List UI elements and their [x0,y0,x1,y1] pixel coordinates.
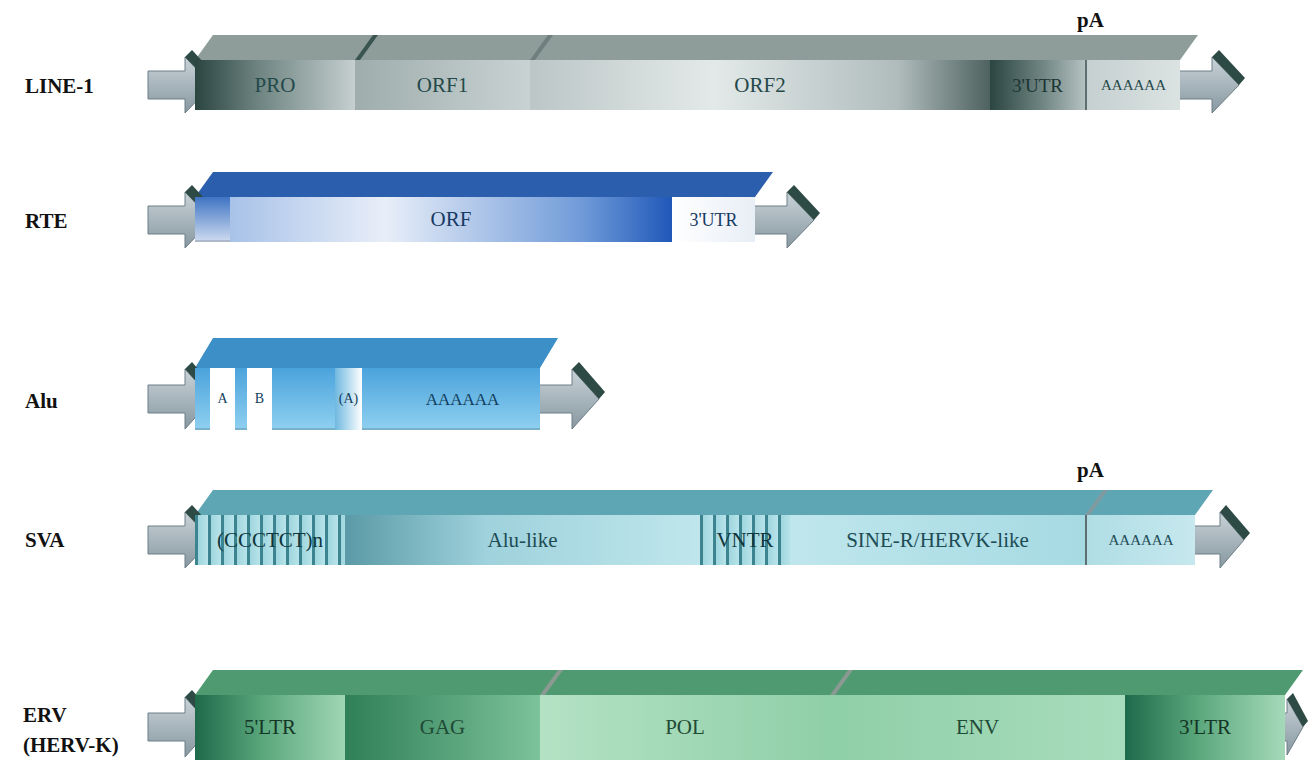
direction-arrow [535,50,1308,755]
segment-label: (CCCTCT)n [217,530,323,551]
bar-top-face [195,172,773,197]
element-name: RTE [25,206,175,236]
segment-label: AAAAAA [426,391,500,408]
segment-label: Alu-like [488,530,558,551]
bar-top-face [195,35,1198,60]
segment-box: POL [540,695,830,760]
segment-box: B [247,368,272,430]
segment-box: ORF2 [530,60,990,110]
element-name: LINE-1 [25,71,175,101]
segment-box: Alu-like [345,515,700,565]
segment-box: AAAAAA [1085,60,1180,110]
segment-label: SINE-R/HERVK-like [846,530,1029,551]
segment-box: AAAAAA [1085,515,1195,565]
segment-label: ORF [431,209,472,230]
segment-divider [355,35,378,60]
segment-box: ENV [830,695,1125,760]
segment-box: 5'LTR [195,695,345,760]
segment-label: ORF2 [734,75,785,96]
bar-top-face [195,490,1213,515]
segment-label: 3'UTR [1012,76,1063,95]
segment-box: GAG [345,695,540,760]
polya-signal-label: pA [1077,8,1104,33]
segment-label: POL [665,717,705,738]
element-name: ERV (HERV-K) [23,700,133,761]
element-name: Alu [25,386,175,416]
segment-label: 3'LTR [1179,717,1231,738]
segment-label: 3'UTR [689,211,737,229]
segment-label: 5'LTR [244,717,296,738]
segment-divider [530,35,553,60]
segment-box: 3'UTR [990,60,1085,110]
segment-box: (A) [335,368,362,430]
segment-label: (A) [339,392,358,406]
segment-box: 3'UTR [672,197,755,242]
element-bar: ERV (HERV-K)5'LTRGAGPOLENV3'LTR [195,695,1285,760]
element-bar: RTEORF3'UTR [195,197,755,242]
segment-label: AAAAAA [1101,78,1166,93]
segment-label: PRO [255,75,296,96]
segment-box: SINE-R/HERVK-like [790,515,1085,565]
element-name: SVA [25,525,175,555]
segment-label: GAG [420,717,466,738]
segment-label: ENV [956,717,999,738]
segment-box: 3'LTR [1125,695,1285,760]
element-bar: LINE-1PROORF1ORF23'UTRAAAAAA [195,60,1180,110]
segment-box: ORF1 [355,60,530,110]
segment-label: VNTR [716,530,773,551]
bar-top-face [195,670,1303,695]
segment-label: ORF1 [417,75,468,96]
segment-box: ORF [230,197,672,242]
bar-top-face [195,338,558,368]
segment-box: A [210,368,235,430]
segment-label: A [217,392,227,406]
segment-divider [830,670,853,695]
segment-box: (CCCTCT)n [195,515,345,565]
segment-divider [1085,490,1108,515]
element-bar: AluAB(A)AAAAAA [195,368,540,430]
segment-box: AAAAAA [385,368,540,430]
segment-divider [540,670,563,695]
segment-label: AAAAAA [1109,533,1174,548]
segment-box: VNTR [700,515,790,565]
element-bar: SVA(CCCTCT)nAlu-likeVNTRSINE-R/HERVK-lik… [195,515,1195,565]
segment-box: PRO [195,60,355,110]
segment-label: B [255,392,264,406]
polya-signal-label: pA [1077,458,1104,483]
